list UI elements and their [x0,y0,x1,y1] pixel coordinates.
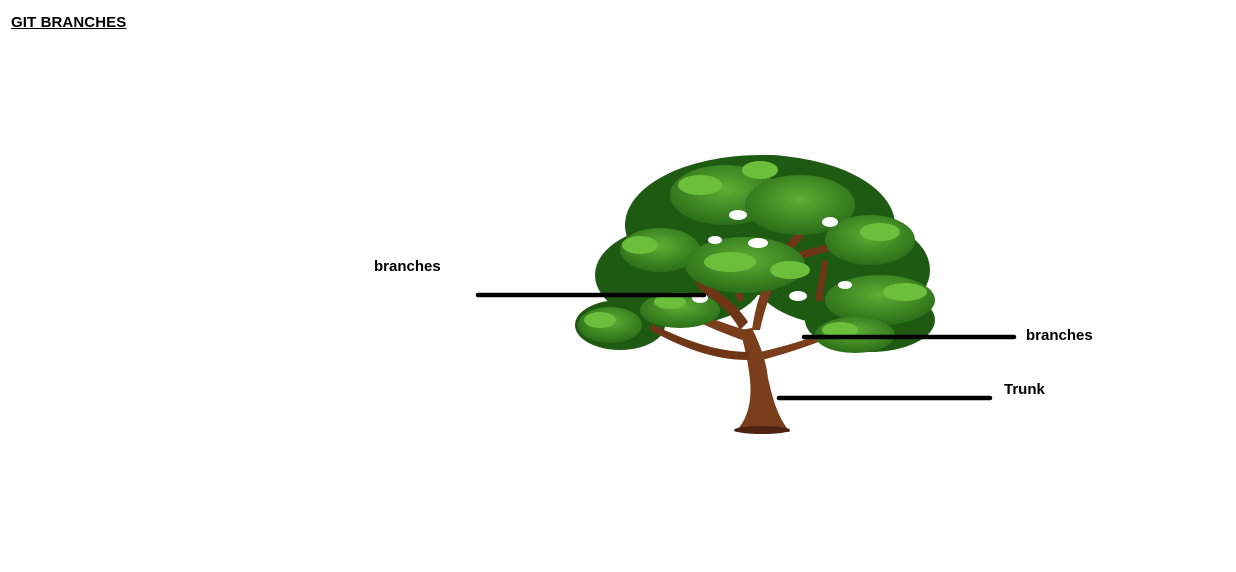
foliage-highlights [584,161,927,338]
page-title: GIT BRANCHES [11,14,127,31]
canopy-gaps [692,210,852,303]
label-branches-left: branches [374,258,441,275]
label-trunk: Trunk [1004,381,1045,398]
tree-illustration [575,155,935,434]
label-branches-right: branches [1026,327,1093,344]
